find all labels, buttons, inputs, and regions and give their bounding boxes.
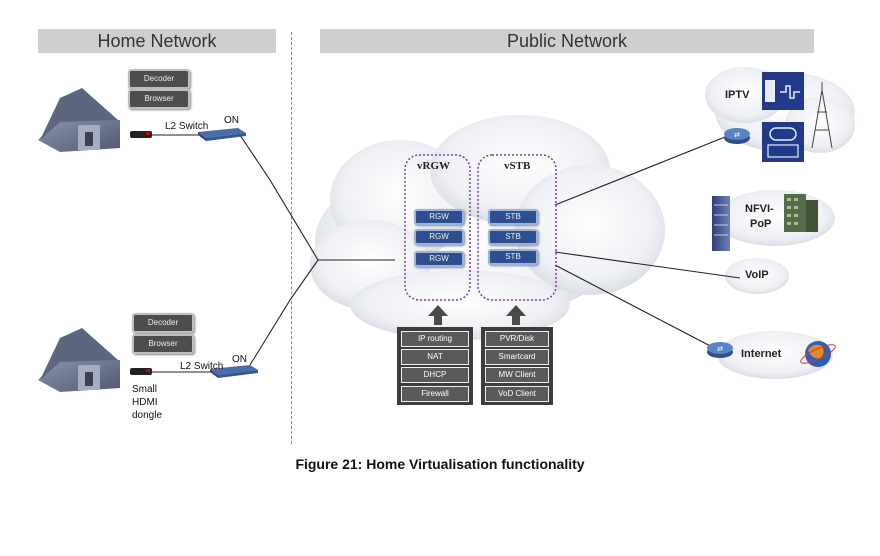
vstb-function-smartcard: Smartcard (485, 349, 549, 365)
globe-icon (800, 341, 836, 367)
voip-cloud (725, 258, 789, 294)
figure-caption: Figure 21: Home Virtualisation functiona… (295, 456, 585, 472)
router-iptv: ⇄ (724, 128, 750, 144)
nfvi-label-line1: NFVI- (745, 203, 774, 215)
dongle-top (130, 131, 152, 138)
nfvi-label-line2: PoP (750, 218, 772, 230)
nfvi-building-icon (784, 194, 818, 232)
internet-label: Internet (741, 348, 782, 360)
rgw-instance-2: RGW (414, 229, 464, 245)
link-lines (150, 131, 741, 373)
section-divider (291, 32, 292, 444)
iptv-label: IPTV (725, 89, 750, 101)
rgw-instance-3: RGW (414, 251, 464, 267)
svg-text:⇄: ⇄ (734, 131, 740, 139)
browser-box-top: Browser (128, 89, 190, 109)
vrgw-function-dhcp: DHCP (401, 367, 469, 383)
public-network-header: Public Network (320, 29, 814, 53)
home-network-header: Home Network (38, 29, 276, 53)
on-label-bottom: ON (232, 354, 247, 365)
home-house-top (38, 88, 120, 152)
vstb-title: vSTB (504, 160, 531, 172)
dongle-label-line1: Small (132, 384, 158, 395)
decoder-box-bottom: Decoder (132, 313, 194, 333)
switch-label-bottom: L2 Switch (180, 361, 224, 372)
stb-instance-1: STB (488, 209, 538, 225)
dongle-bottom (130, 368, 152, 375)
vstb-function-vod-client: VoD Client (485, 386, 549, 402)
iptv-encoder-icon (762, 72, 804, 110)
rgw-instance-1: RGW (414, 209, 464, 225)
stb-instance-3: STB (488, 249, 538, 265)
router-internet: ⇄ (707, 342, 733, 358)
svg-text:⇄: ⇄ (717, 345, 723, 353)
vrgw-function-nat: NAT (401, 349, 469, 365)
switch-label-top: L2 Switch (165, 121, 209, 132)
home-house-bottom (38, 328, 120, 392)
vrgw-arrow (428, 305, 448, 325)
decoder-box-top: Decoder (128, 69, 190, 89)
vstb-arrow (506, 305, 526, 325)
vrgw-function-firewall: Firewall (401, 386, 469, 402)
browser-box-bottom: Browser (132, 334, 194, 354)
iptv-server-icon (762, 122, 804, 162)
dongle-label-line3: dongle (132, 410, 163, 421)
dongle-label-line2: HDMI (132, 397, 158, 408)
stb-instance-2: STB (488, 229, 538, 245)
nfvi-server-rack-icon (712, 196, 730, 251)
l2-switch-top (198, 128, 246, 141)
vstb-function-mw-client: MW Client (485, 367, 549, 383)
vrgw-title: vRGW (417, 160, 450, 172)
vrgw-function-ip-routing: IP routing (401, 331, 469, 347)
public-cloud (310, 115, 665, 340)
l2-switch-bottom (210, 365, 258, 378)
vstb-container (477, 154, 557, 301)
vrgw-container (404, 154, 471, 301)
internet-cloud (717, 331, 833, 379)
vstb-function-pvr: PVR/Disk (485, 331, 549, 347)
on-label-top: ON (224, 115, 239, 126)
voip-label: VoIP (745, 269, 769, 281)
antenna-tower-icon (811, 82, 833, 149)
